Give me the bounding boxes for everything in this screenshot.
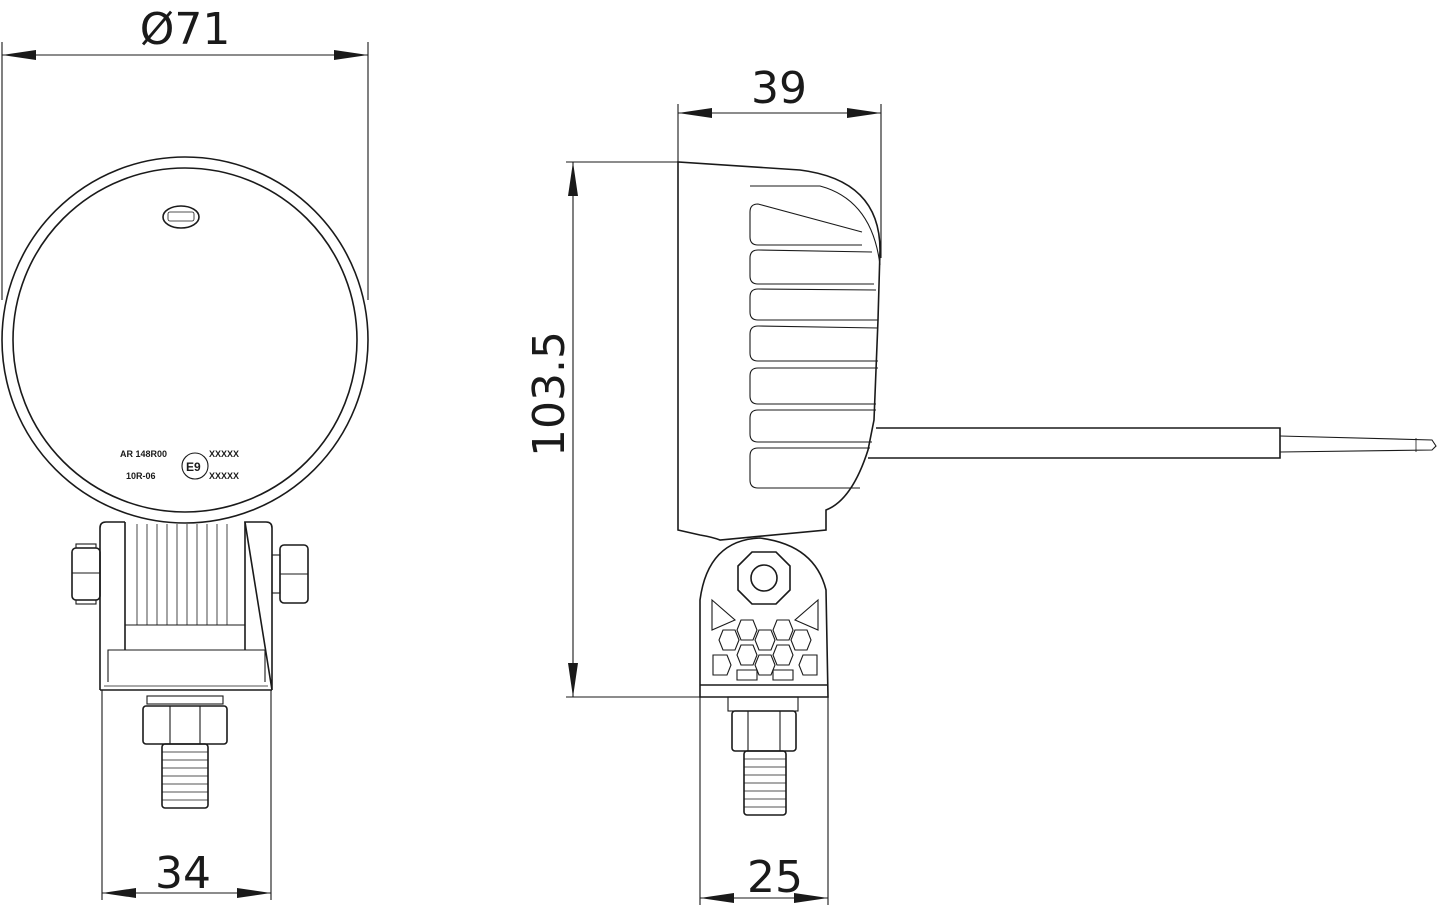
side-view: 39 103.5 (524, 63, 1437, 905)
height-label: 103.5 (524, 331, 575, 457)
approval-markings: AR 148R00 XXXXX 10R-06 XXXXX E9 (120, 449, 239, 481)
lens-ring (12, 167, 358, 513)
side-bracket-bolt-hole (750, 564, 778, 592)
side-bracket-width-dimension: 25 (699, 697, 829, 905)
side-bracket-width-label: 25 (747, 852, 803, 903)
front-right-nut (271, 544, 309, 604)
side-cooling-fins (749, 203, 879, 489)
front-bolt (142, 695, 228, 809)
marking-line2: 10R-06 (126, 471, 156, 481)
approval-mark: E9 (186, 460, 201, 474)
front-view: Ø71 AR 148R00 XXXXX 10R-06 XXXXX E9 (1, 4, 369, 900)
diameter-dimension: Ø71 (1, 4, 369, 300)
bracket-honeycomb (711, 598, 819, 681)
height-dimension: 103.5 (524, 161, 705, 698)
marking-line1-code: XXXXX (209, 449, 239, 459)
diameter-label: Ø71 (140, 4, 231, 55)
marking-line1: AR 148R00 (120, 449, 167, 459)
side-bracket-nut (737, 551, 791, 605)
brand-logo (162, 205, 200, 229)
depth-label: 39 (751, 63, 807, 114)
marking-line2-code: XXXXX (209, 471, 239, 481)
power-cable (868, 427, 1437, 459)
approval-circle (181, 452, 209, 480)
bracket-width-dimension: 34 (101, 690, 272, 900)
bracket-width-label: 34 (155, 848, 211, 899)
side-bracket (699, 537, 829, 698)
housing-outer-ring (1, 156, 369, 524)
depth-dimension: 39 (677, 63, 882, 258)
front-bracket (99, 521, 273, 691)
side-bolt (727, 696, 799, 816)
front-neck-fins (124, 522, 246, 650)
front-left-nut (71, 543, 101, 605)
side-housing (677, 161, 881, 541)
